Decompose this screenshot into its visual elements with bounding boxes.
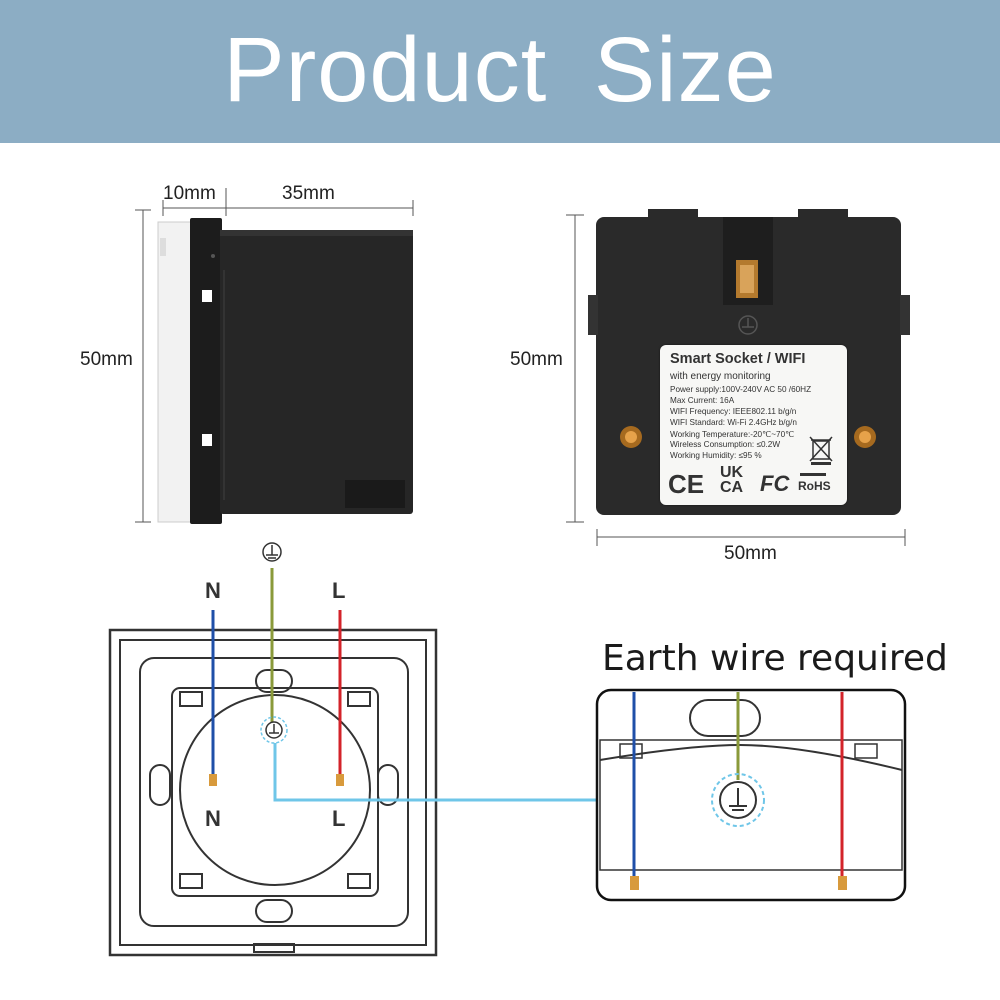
earth-symbol-icon — [262, 542, 282, 562]
spec-line: Power supply:100V-240V AC 50 /60HZ — [670, 385, 812, 394]
depth-body-label: 35mm — [282, 183, 335, 204]
title-banner: Product Size — [0, 0, 1000, 143]
side-height-label: 50mm — [80, 349, 133, 370]
ukca-bottom: CA — [720, 479, 744, 496]
fcc-mark: FC — [760, 471, 790, 496]
spec-label: Smart Socket / WIFI with energy monitori… — [660, 345, 847, 505]
rohs-mark: RoHS — [798, 479, 831, 493]
earth-wire-note: Earth wire required — [602, 638, 948, 679]
back-width-label: 50mm — [724, 543, 777, 564]
neutral-wire-label: N — [205, 578, 221, 603]
spec-line: Working Temperature:-20℃~70℃ — [670, 430, 795, 439]
ukca-top: UK — [720, 464, 744, 481]
live-wire-label: L — [332, 578, 346, 603]
live-terminal-label: L — [332, 806, 346, 831]
spec-line: Wireless Consumption: ≤0.2W — [670, 440, 781, 449]
back-height-label: 50mm — [510, 349, 563, 370]
ce-mark: CE — [668, 469, 705, 499]
spec-line: WIFI Standard: Wi-Fi 2.4GHz b/g/n — [670, 418, 797, 427]
spec-line: WIFI Frequency: IEEE802.11 b/g/n — [670, 407, 797, 416]
ukca-mark: UK CA — [720, 464, 744, 496]
depth-front-label: 10mm — [163, 183, 216, 204]
weee-bin-icon — [809, 436, 833, 465]
spec-line: Max Current: 16A — [670, 396, 735, 405]
label-title: Smart Socket / WIFI — [670, 351, 806, 367]
rohs-bar — [800, 473, 826, 476]
spec-line: Working Humidity: ≤95 % — [670, 451, 762, 460]
label-subtitle: with energy monitoring — [670, 371, 771, 382]
socket-side-view — [157, 218, 413, 524]
banner-title: Product Size — [223, 19, 777, 121]
neutral-terminal-label: N — [205, 806, 221, 831]
